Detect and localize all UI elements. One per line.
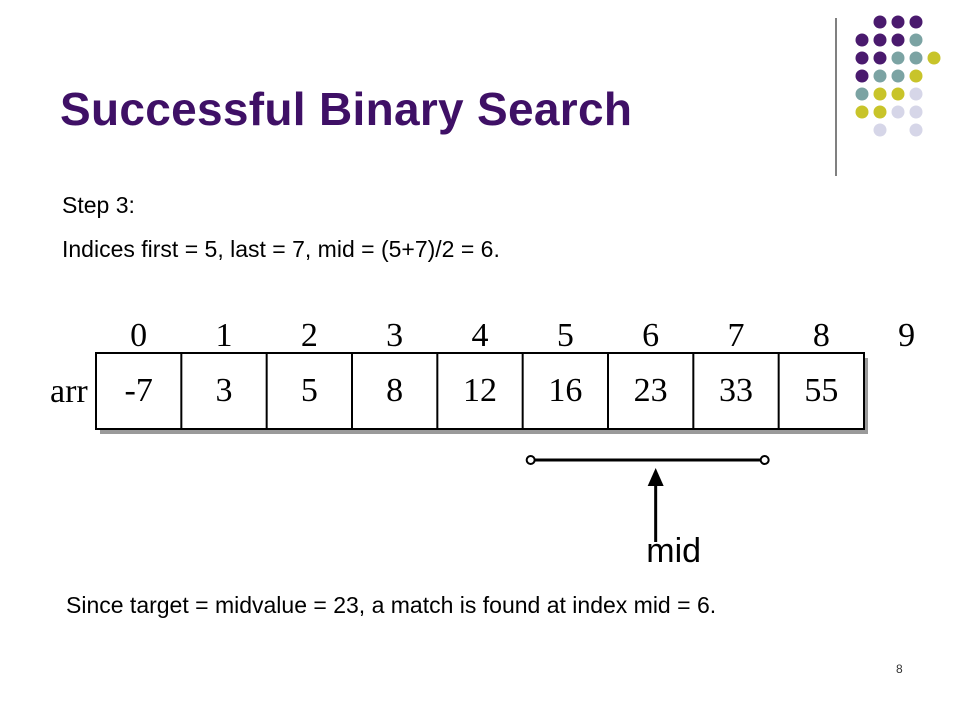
array-box	[95, 352, 865, 430]
decorative-dot	[873, 15, 887, 29]
decorative-dot	[909, 105, 923, 119]
decorative-dot	[891, 87, 905, 101]
decorative-dot	[855, 33, 869, 47]
array-cell-value: 3	[216, 372, 233, 409]
range-last-endpoint	[759, 455, 770, 465]
decorative-dot	[909, 51, 923, 65]
array-cell-value: -7	[125, 372, 153, 409]
decorative-dot	[855, 69, 869, 83]
step-label: Step 3:	[62, 192, 135, 218]
decorative-dot	[891, 15, 905, 29]
array-index-label: 8	[813, 317, 830, 354]
decorative-dot	[873, 51, 887, 65]
array-index-label: 5	[557, 317, 574, 354]
array-cell-value: 23	[634, 372, 668, 409]
decorative-dot-grid	[835, 15, 941, 176]
array-name-label: arr	[50, 373, 88, 410]
decorative-dot	[873, 123, 887, 137]
decorative-dot	[873, 105, 887, 119]
array-cell-value: 8	[386, 372, 403, 409]
array-cell-value: 55	[804, 372, 838, 409]
slide-title: Successful Binary Search	[60, 83, 633, 135]
decorative-dot	[909, 33, 923, 47]
array-index-label: 6	[642, 317, 659, 354]
array-index-label: 0	[130, 317, 147, 354]
conclusion-text: Since target = midvalue = 23, a match is…	[66, 592, 717, 618]
decorative-dot	[891, 33, 905, 47]
decorative-dot	[873, 69, 887, 83]
decorative-dot	[909, 69, 923, 83]
decorative-dot	[891, 69, 905, 83]
array-cell-value: 16	[548, 372, 582, 409]
array-index-label: 4	[472, 317, 489, 354]
array-cell-value: 33	[719, 372, 753, 409]
array-index-label: 2	[301, 317, 318, 354]
decorative-dot	[909, 15, 923, 29]
array-index-label: 7	[728, 317, 745, 354]
decorative-dot	[909, 123, 923, 137]
decorative-dot	[891, 51, 905, 65]
decorative-dot	[873, 87, 887, 101]
indices-line: Indices first = 5, last = 7, mid = (5+7)…	[62, 236, 500, 262]
decorative-dot	[855, 51, 869, 65]
array-index-label: 1	[216, 317, 233, 354]
decorative-dot	[927, 51, 941, 65]
decorative-dot	[909, 87, 923, 101]
array-cell-value: 12	[463, 372, 497, 409]
slide-number: 8	[896, 662, 903, 676]
range-first-endpoint	[525, 455, 536, 465]
mid-arrow-head	[647, 468, 664, 486]
array-index-label: 3	[386, 317, 403, 354]
decorative-dot	[855, 105, 869, 119]
decorative-dot	[873, 33, 887, 47]
decorative-dot	[891, 105, 905, 119]
mid-label: mid	[646, 532, 701, 570]
array-index-label: 9	[898, 317, 915, 354]
decorative-dot	[855, 87, 869, 101]
array-cell-value: 5	[301, 372, 318, 409]
